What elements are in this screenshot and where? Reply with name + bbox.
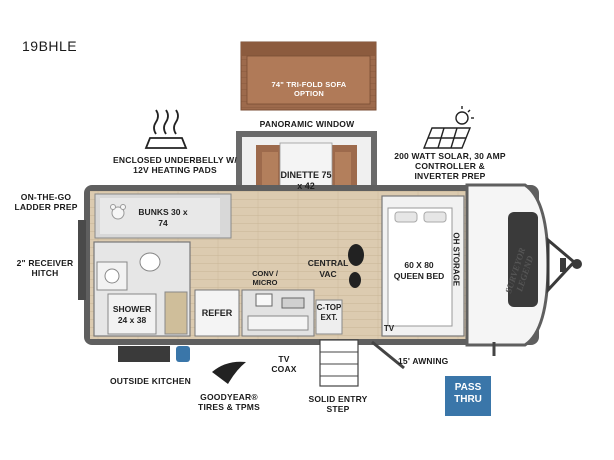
tv-coax-label: TV COAX bbox=[271, 354, 297, 374]
bunks-area bbox=[94, 193, 232, 239]
solar-panel-icon bbox=[422, 106, 474, 149]
awning-arm bbox=[371, 340, 405, 370]
oh-storage-label: OH STORAGE bbox=[451, 232, 461, 287]
central-vac-label: CENTRAL VAC bbox=[307, 258, 349, 279]
solar-label: 200 WATT SOLAR, 30 AMP CONTROLLER & INVE… bbox=[394, 151, 506, 181]
kitchen-galley bbox=[194, 289, 343, 337]
tire-icon bbox=[212, 361, 246, 384]
cooktop-ext-label: C-TOP EXT. bbox=[316, 303, 342, 322]
outside-kitchen-graphic bbox=[118, 346, 190, 362]
model-name: 19BHLE bbox=[22, 38, 78, 54]
central-vac-icon bbox=[348, 244, 364, 288]
pass-thru-badge: PASS THRU bbox=[445, 376, 491, 416]
sofa-option-graphic bbox=[240, 41, 377, 111]
sofa-option-label: 74" TRI-FOLD SOFA OPTION bbox=[271, 80, 347, 98]
outside-kitchen-label: OUTSIDE KITCHEN bbox=[110, 376, 191, 386]
entry-step-label: SOLID ENTRY STEP bbox=[308, 394, 368, 414]
shower-label: SHOWER 24 x 38 bbox=[112, 304, 152, 325]
underbelly-label: ENCLOSED UNDERBELLY W/ 12V HEATING PADS bbox=[113, 155, 237, 175]
dinette-label: DINETTE 75 x 42 bbox=[280, 170, 332, 191]
bath-area bbox=[93, 241, 191, 337]
panoramic-window-label: PANORAMIC WINDOW bbox=[259, 119, 355, 129]
queen-bed-label: 60 X 80 QUEEN BED bbox=[393, 260, 445, 281]
heating-pad-icon bbox=[144, 109, 188, 149]
bedroom-area bbox=[381, 195, 465, 337]
entry-step-graphic bbox=[319, 339, 359, 387]
refer-label: REFER bbox=[201, 308, 233, 318]
tires-label: GOODYEAR® TIRES & TPMS bbox=[198, 392, 260, 412]
tv-label: TV bbox=[383, 324, 395, 333]
conv-micro-label: CONV / MICRO bbox=[252, 269, 278, 287]
ladder-prep-label: ON-THE-GO LADDER PREP bbox=[14, 192, 78, 212]
bunks-label: BUNKS 30 x 74 bbox=[138, 207, 188, 228]
receiver-hitch-label: 2" RECEIVER HITCH bbox=[16, 258, 74, 278]
awning-label: 15' AWNING bbox=[398, 356, 449, 366]
